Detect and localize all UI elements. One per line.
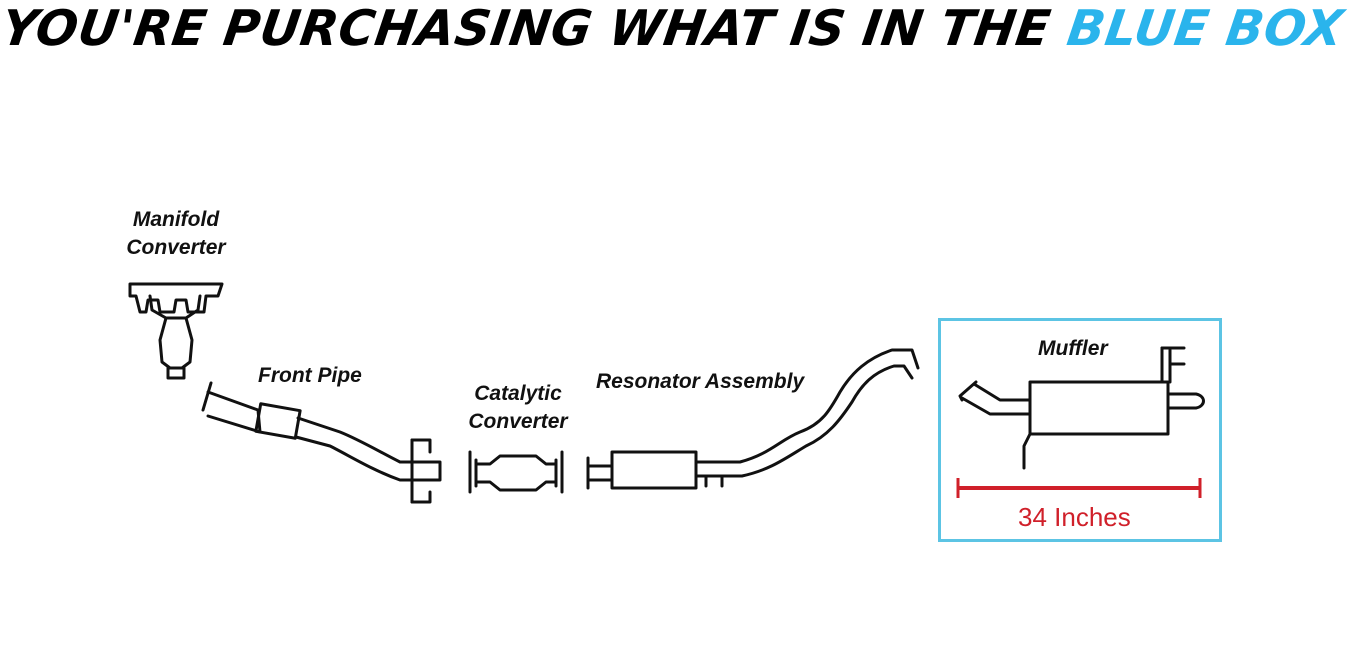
front-pipe-label: Front Pipe <box>258 364 362 387</box>
catalytic-label-line2: Converter <box>468 410 568 433</box>
muffler-drawing <box>958 346 1205 470</box>
resonator-assembly-drawing <box>586 348 920 490</box>
dimension-label: 34 Inches <box>1018 502 1131 532</box>
catalytic-converter-label: Catalytic Converter <box>456 380 580 436</box>
front-pipe-drawing <box>201 381 442 504</box>
manifold-converter-label: Manifold Converter <box>112 206 240 262</box>
manifold-converter-drawing <box>128 282 224 380</box>
blue-box-highlight <box>938 318 1222 542</box>
catalytic-converter-drawing <box>468 450 564 494</box>
dimension-line <box>956 478 1202 498</box>
resonator-assembly-label: Resonator Assembly <box>596 370 805 393</box>
muffler-label: Muffler <box>1038 337 1108 360</box>
manifold-label-line2: Converter <box>126 236 226 259</box>
catalytic-label-line1: Catalytic <box>474 382 562 405</box>
manifold-label-line1: Manifold <box>132 208 220 231</box>
